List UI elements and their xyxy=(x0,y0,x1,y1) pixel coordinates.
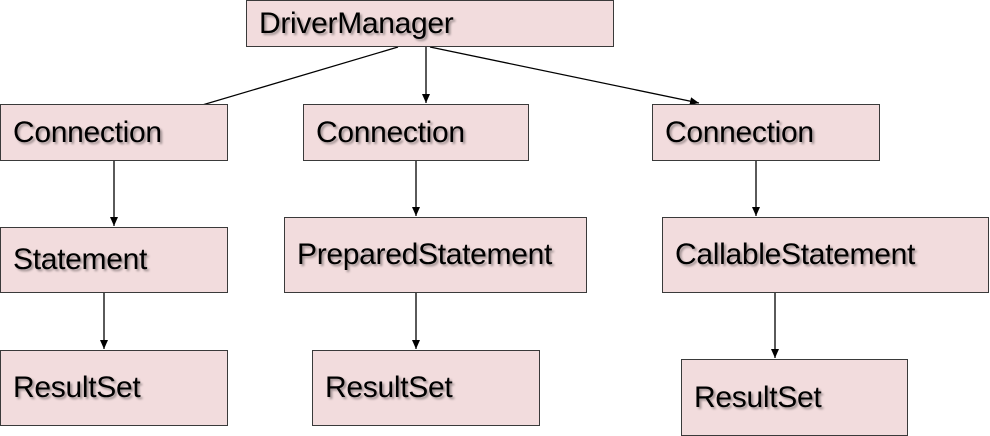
node-label: ResultSet xyxy=(325,371,453,404)
node-label: Connection xyxy=(13,115,162,149)
node-label: DriverManager xyxy=(259,6,454,40)
node-driver-manager: DriverManager xyxy=(246,0,614,47)
node-resultset-1: ResultSet xyxy=(0,350,228,426)
node-label: ResultSet xyxy=(694,380,822,414)
node-prepared-statement: PreparedStatement xyxy=(284,217,587,293)
node-resultset-3: ResultSet xyxy=(681,359,908,436)
node-connection-3: Connection xyxy=(652,104,880,161)
node-statement: Statement xyxy=(0,227,228,293)
node-label: Connection xyxy=(665,115,814,149)
node-label: Connection xyxy=(316,115,465,149)
edge-drivermanager-connection-3 xyxy=(429,46,700,106)
node-connection-2: Connection xyxy=(303,104,529,161)
node-label: Statement xyxy=(13,243,148,276)
node-label: PreparedStatement xyxy=(297,238,553,271)
node-label: ResultSet xyxy=(13,371,141,404)
node-connection-1: Connection xyxy=(0,104,228,161)
node-resultset-2: ResultSet xyxy=(312,350,540,426)
node-label: CallableStatement xyxy=(675,238,916,271)
edge-drivermanager-connection-1 xyxy=(181,46,399,113)
node-callable-statement: CallableStatement xyxy=(662,217,989,293)
